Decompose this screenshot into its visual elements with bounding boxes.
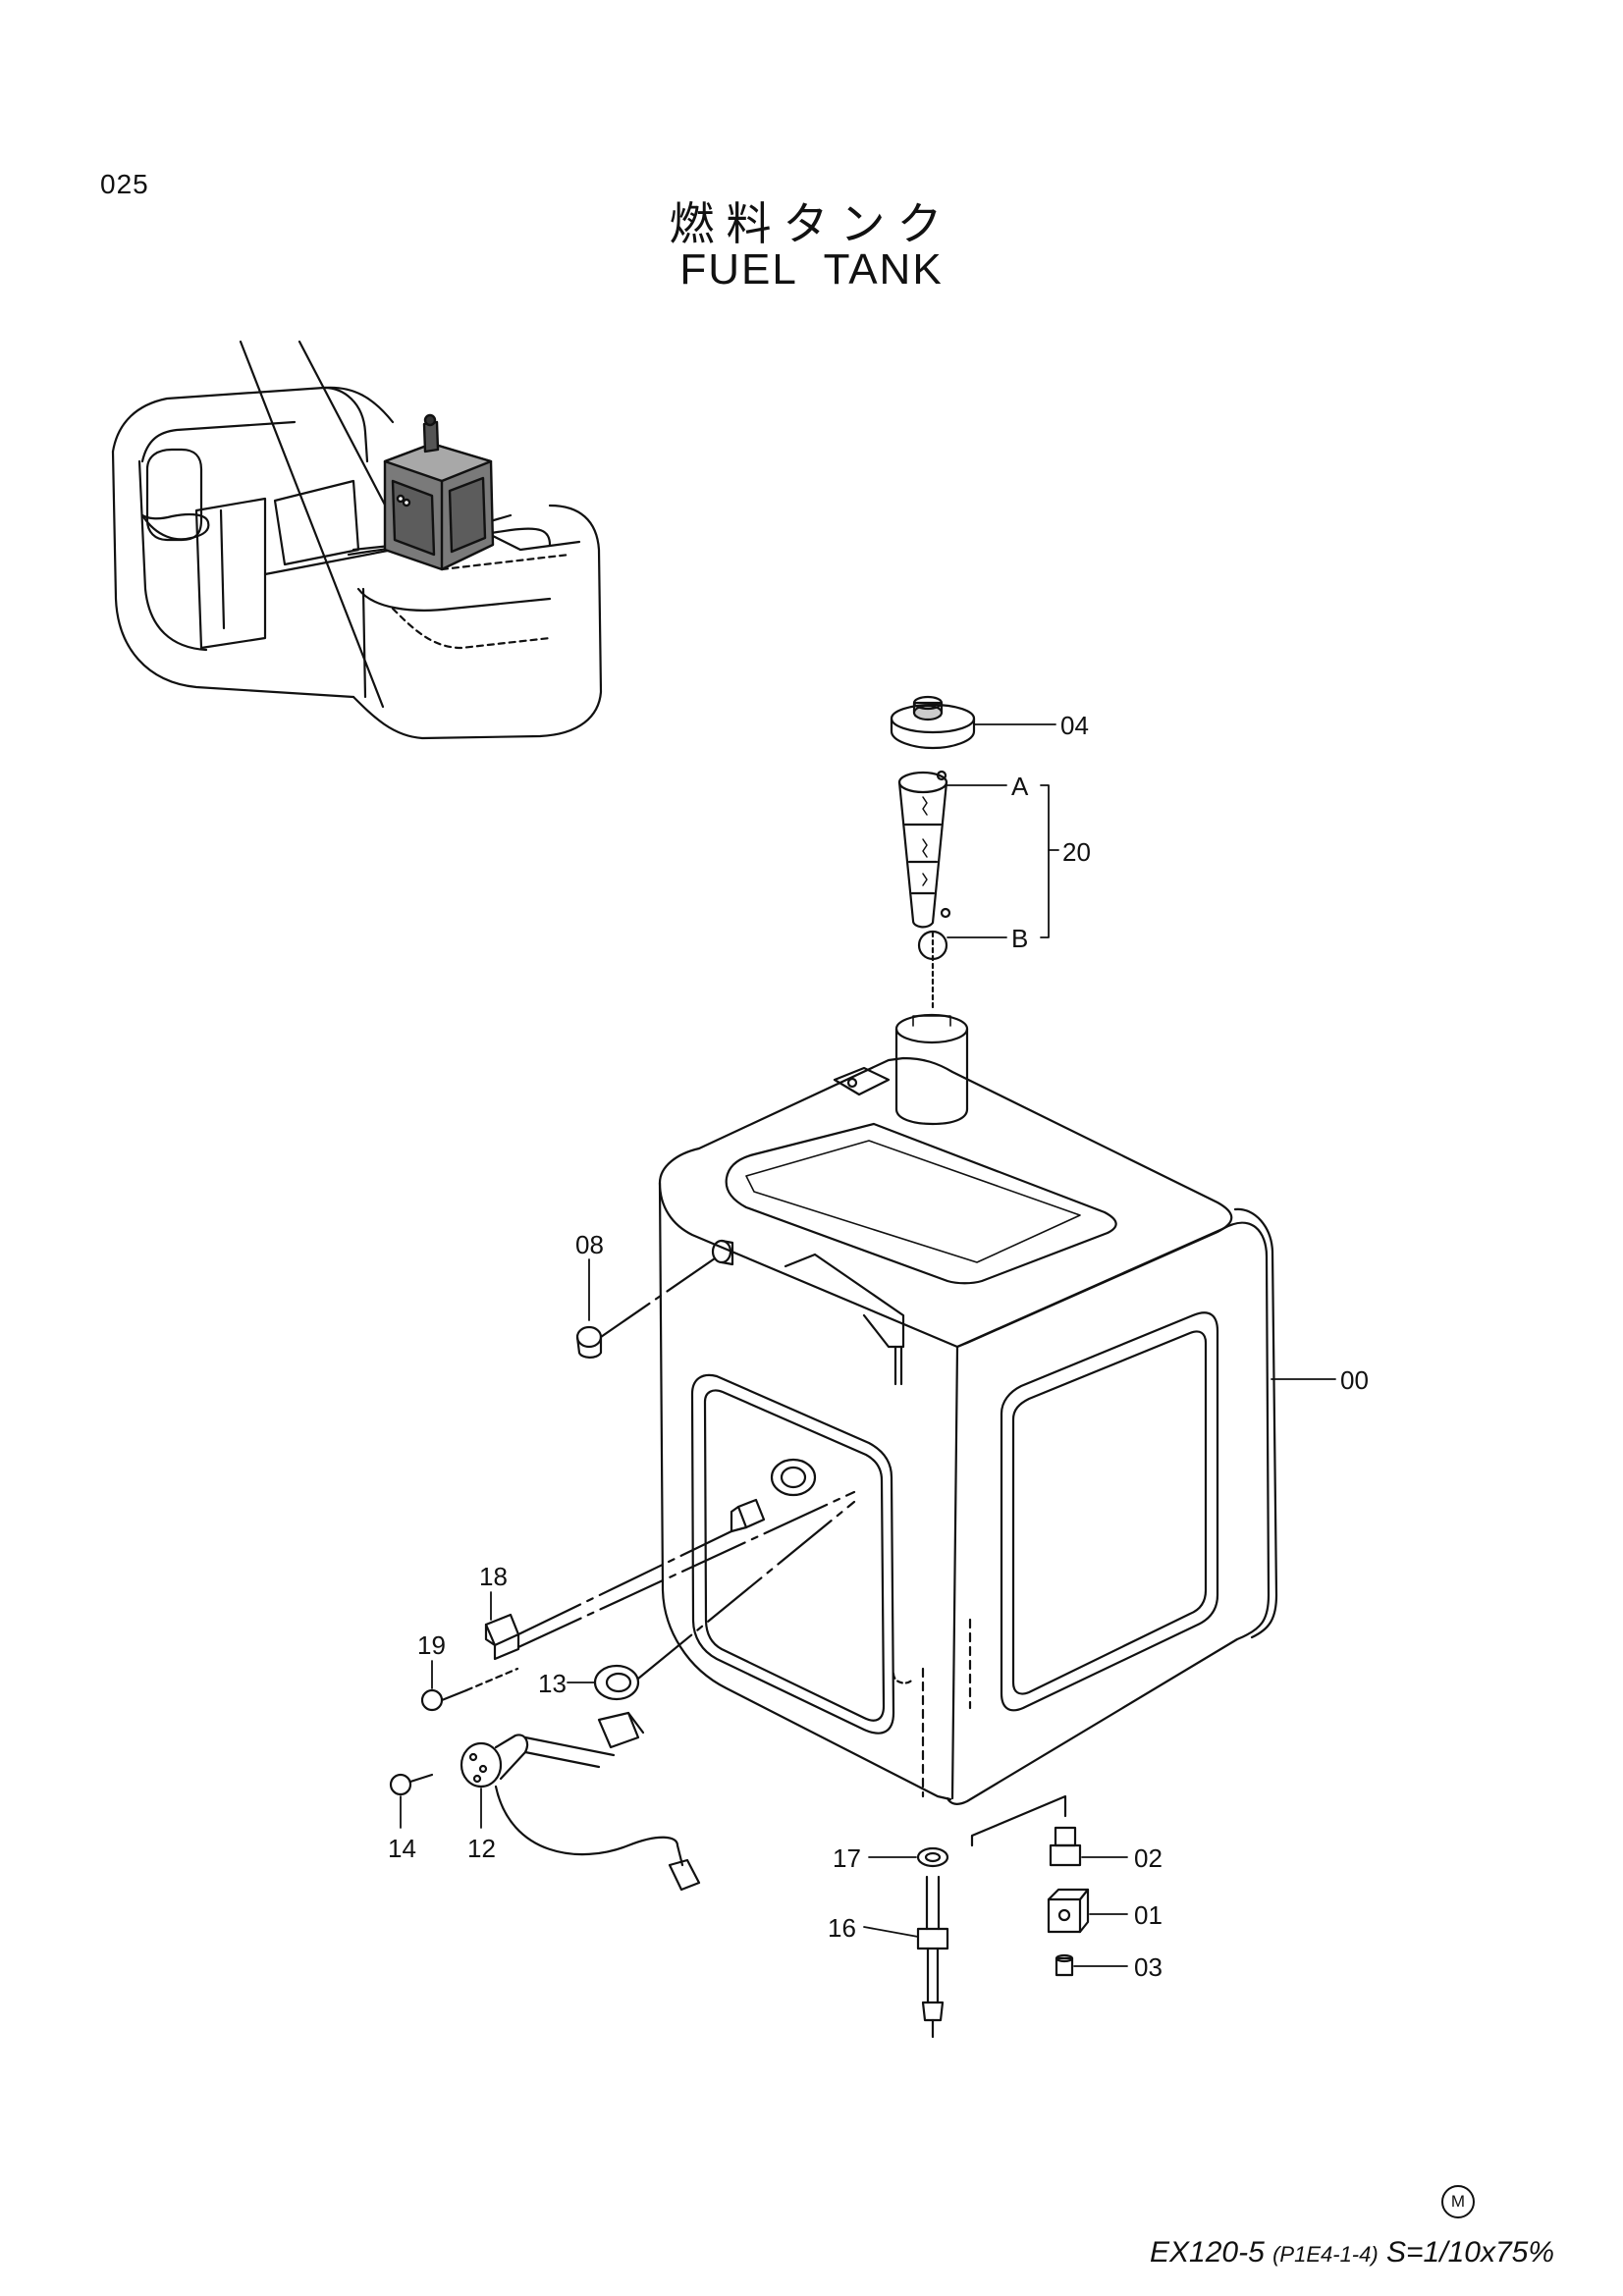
part-18-bracket [484,1613,520,1661]
part-04-fuel-cap [890,695,976,750]
callout-18: 18 [479,1562,508,1591]
part-08-grommet [575,1239,734,1359]
callout-00: 00 [1340,1365,1369,1395]
part-20-fuel-strainer [897,770,951,1013]
part-19-bolt [420,1667,519,1712]
callout-13: 13 [538,1669,567,1698]
callout-02: 02 [1134,1843,1163,1873]
callout-20: 20 [1062,837,1091,867]
footer: EX120-5 (P1E4-1-4) S=1/10x75% [1150,2236,1554,2269]
callout-a: A [1011,772,1029,801]
inset-fuel-tank [383,413,495,571]
callout-b: B [1011,924,1028,953]
m-marker: M [1441,2185,1475,2218]
model-number: EX120-5 [1150,2236,1265,2269]
title-japanese: 燃料タンク [669,197,954,250]
part-02-adapter [1049,1826,1082,1867]
callout-03: 03 [1134,1952,1163,1982]
part-12-fuel-sensor [460,1711,701,1892]
leader-lines [400,723,1336,1967]
fuel-tank-body [658,1013,1278,1805]
callout-04: 04 [1060,711,1089,740]
title-english: FUEL TANK [679,245,944,294]
part-16-drain-cock [916,1875,949,2039]
callout-16: 16 [828,1913,856,1943]
page-number: 025 [100,169,149,199]
location-inset [111,340,603,740]
callout-17: 17 [833,1843,861,1873]
callout-08: 08 [575,1230,604,1259]
page-code: (P1E4-1-4) [1272,2242,1379,2267]
part-17-washer [916,1846,949,1868]
callout-labels: 04 A 20 B 00 08 18 19 13 14 12 17 16 02 … [388,711,1369,1982]
part-13-gasket [593,1500,856,1701]
callout-01: 01 [1134,1900,1163,1930]
callout-12: 12 [467,1834,496,1863]
callout-19: 19 [417,1630,446,1660]
scale-note: S=1/10x75% [1386,2236,1554,2269]
part-01-valve [1047,1888,1090,1934]
part-03-plug [1055,1953,1074,1977]
part-14-bolt [389,1773,434,1796]
callout-14: 14 [388,1834,416,1863]
